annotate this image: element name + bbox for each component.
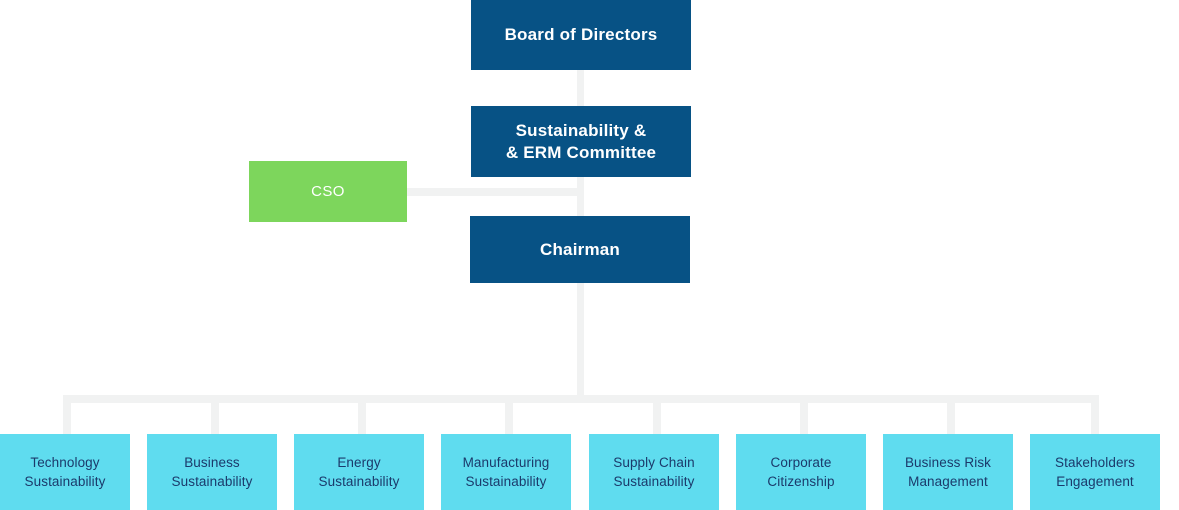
node-business-sustainability[interactable]: Business Sustainability [147,434,277,510]
node-business-risk-management[interactable]: Business Risk Management [883,434,1013,510]
node-sustainability-erm-committee-label: Sustainability & & ERM Committee [505,120,657,162]
node-sustainability-erm-committee[interactable]: Sustainability & & ERM Committee [471,106,691,177]
node-chairman[interactable]: Chairman [470,216,690,283]
node-stakeholders-engagement-label: Stakeholders Engagement [1055,455,1135,489]
node-stakeholders-engagement[interactable]: Stakeholders Engagement [1030,434,1160,510]
node-business-risk-management-label: Business Risk Management [904,455,992,489]
node-board-of-directors-label: Board of Directors [504,25,658,44]
node-manufacturing-sustainability-label: Manufacturing Sustainability [462,455,550,489]
node-supply-chain-sustainability-label: Supply Chain Sustainability [613,455,695,489]
node-energy-sustainability-label: Energy Sustainability [318,455,400,489]
connector-horizontal-bus [63,395,1099,403]
node-corporate-citizenship[interactable]: Corporate Citizenship [736,434,866,510]
node-business-sustainability-label: Business Sustainability [171,455,253,489]
node-chairman-label: Chairman [539,239,620,259]
connector-cso-to-spine [406,188,584,196]
connector-chairman-to-bus [577,283,584,395]
connector-drop-business [211,395,219,434]
connector-drop-manufacturing [505,395,513,434]
node-corporate-citizenship-label: Corporate Citizenship [767,455,835,489]
connector-drop-corporate-citizenship [800,395,808,434]
node-supply-chain-sustainability[interactable]: Supply Chain Sustainability [589,434,719,510]
connector-drop-stakeholders [1091,395,1099,434]
connector-drop-business-risk [947,395,955,434]
connector-drop-technology [63,395,71,434]
connector-board-to-committee [577,70,584,106]
node-technology-sustainability[interactable]: Technology Sustainability [0,434,130,510]
node-board-of-directors[interactable]: Board of Directors [471,0,691,70]
node-manufacturing-sustainability[interactable]: Manufacturing Sustainability [441,434,571,510]
node-cso[interactable]: CSO [249,161,407,222]
connector-drop-supply-chain [653,395,661,434]
node-cso-label: CSO [311,182,345,200]
node-energy-sustainability[interactable]: Energy Sustainability [294,434,424,510]
connector-committee-to-chairman [577,177,584,217]
connector-drop-energy [358,395,366,434]
node-technology-sustainability-label: Technology Sustainability [24,455,106,489]
